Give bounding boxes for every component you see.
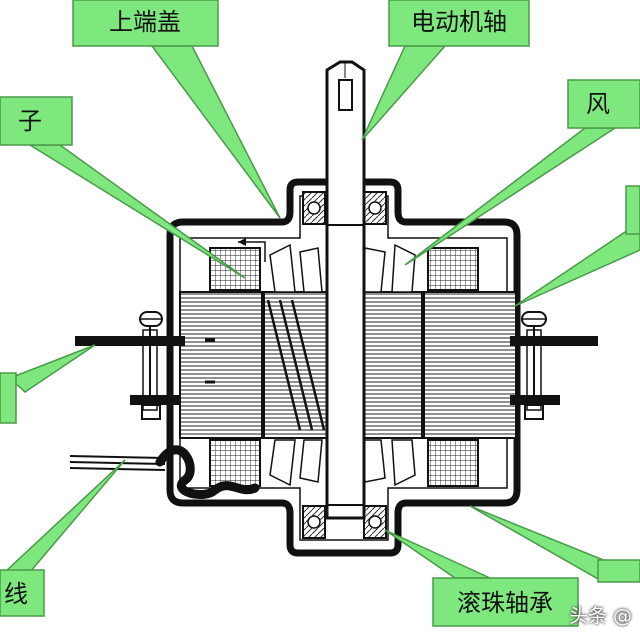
callout-bracket <box>0 344 96 424</box>
label-fan-partial: 风 <box>586 90 610 118</box>
callout-stator <box>514 185 640 307</box>
label-ball-bearing: 滚珠轴承 <box>457 589 553 617</box>
callout-wire: 线 <box>0 459 126 617</box>
mounting-bracket-left <box>75 311 185 420</box>
label-rotor-partial: 子 <box>18 107 42 135</box>
label-wire-partial: 线 <box>4 580 28 608</box>
airflow-arrow <box>238 238 266 262</box>
motor-shaft <box>325 60 366 520</box>
mounting-bracket-right <box>510 311 598 420</box>
callout-top-cover: 上端盖 <box>72 0 281 219</box>
label-top-cover: 上端盖 <box>109 8 181 36</box>
callout-rotor: 子 <box>0 96 246 279</box>
lead-wire <box>69 445 260 500</box>
upper-bearing <box>302 191 387 225</box>
label-motor-shaft: 电动机轴 <box>411 8 507 36</box>
lower-bearing <box>302 505 387 539</box>
fan-blades <box>269 243 416 487</box>
watermark: 头条 @ <box>568 605 632 627</box>
callout-fan: 风 <box>404 79 640 266</box>
callout-motor-shaft: 电动机轴 <box>361 0 530 141</box>
callout-ball-bearing: 滚珠轴承 <box>384 529 579 627</box>
stator-core <box>179 291 517 439</box>
stator-windings <box>209 247 479 487</box>
callout-housing-bottom <box>469 505 640 583</box>
